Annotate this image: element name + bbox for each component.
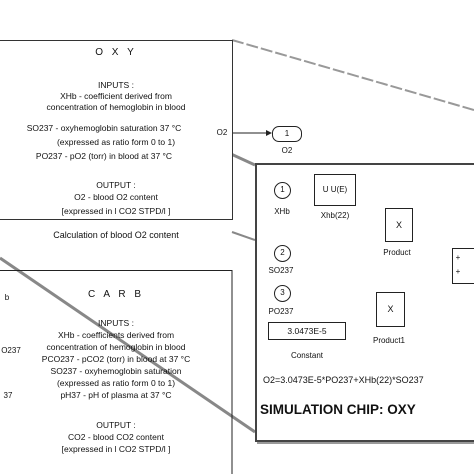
oxy-output-block-label: O2 (281, 146, 293, 155)
inport-2-label: SO237 (268, 266, 294, 275)
oxy-block[interactable] (0, 40, 233, 220)
carb-title: C A R B (87, 289, 144, 300)
product1-block-label: Product1 (372, 336, 406, 345)
fcn-block-label: Xhb(22) (320, 211, 350, 220)
carb-top-divider (0, 270, 232, 271)
oxy-out-port-label: O2 (216, 128, 228, 137)
constant-block-label: Constant (290, 351, 324, 360)
chip-title: SIMULATION CHIP: OXY (260, 402, 416, 417)
oxy-output-line: [expressed in l CO2 STPD/l ] (61, 206, 171, 216)
zoom-line-bottom (0, 256, 256, 434)
inport-3[interactable]: 3 (274, 285, 291, 302)
carb-input-line: SO237 - oxyhemoglobin saturation (50, 366, 182, 376)
oxy-input-line: SO237 - oxyhemoglobin saturation 37 °C (26, 123, 182, 133)
carb-input-line: (expressed as ratio form 0 to 1) (56, 378, 176, 388)
product-block-label: Product (383, 248, 411, 257)
carb-input-line: concentration of hemoglobin in blood (46, 342, 186, 352)
inport-1[interactable]: 1 (274, 182, 291, 199)
sum-plus-sign: + (455, 267, 461, 276)
inport-1-label: XHb (274, 207, 290, 216)
carb-input-line: pH37 - pH of plasma at 37 °C (60, 390, 172, 400)
sum-plus-sign: + (455, 253, 461, 262)
oxy-output-block[interactable]: 1 (272, 126, 302, 142)
oxy-title: O X Y (95, 47, 137, 58)
oxy-output-arrow (266, 130, 272, 136)
oxy-input-line: XHb - coefficient derived from (60, 91, 172, 101)
sum-block[interactable] (452, 248, 474, 284)
inport-2[interactable]: 2 (274, 245, 291, 262)
zoom-line-top-right (231, 39, 474, 111)
constant-block[interactable]: 3.0473E-5 (268, 322, 346, 340)
inport-3-label: PO237 (268, 307, 294, 316)
oxy-output-line: O2 - blood O2 content (74, 192, 158, 202)
oxy-output-heading: OUTPUT : (96, 180, 136, 190)
chip-equation: O2=3.0473E-5*PO237+XHb(22)*SO237 (263, 375, 424, 385)
oxy-input-line: concentration of hemoglobin in blood (46, 102, 186, 112)
carb-inputs-heading: INPUTS : (98, 318, 134, 328)
zoom-line-mid (231, 231, 256, 241)
carb-output-line: [expressed in l CO2 STPD/l ] (61, 444, 171, 454)
carb-output-line: CO2 - blood CO2 content (68, 432, 164, 442)
carb-input-line: XHb - coefficients derived from (57, 330, 175, 340)
oxy-input-line: PO237 - pO2 (torr) in blood at 37 °C (35, 151, 173, 161)
oxy-caption: Calculation of blood O2 content (53, 230, 179, 240)
oxy-inputs-heading: INPUTS : (98, 80, 134, 90)
carb-left-label: b (4, 293, 10, 302)
carb-left-label: 37 (3, 391, 13, 400)
product1-block[interactable]: X (376, 292, 405, 327)
fcn-block[interactable]: U U(E) (314, 174, 356, 206)
carb-left-label: O237 (1, 346, 21, 355)
oxy-input-line: (expressed as ratio form 0 to 1) (56, 137, 176, 147)
product-block[interactable]: X (385, 208, 413, 242)
carb-input-line: PCO237 - pCO2 (torr) in blood at 37 °C (41, 354, 191, 364)
simulation-chip-panel[interactable] (255, 163, 474, 442)
carb-output-heading: OUTPUT : (96, 420, 136, 430)
